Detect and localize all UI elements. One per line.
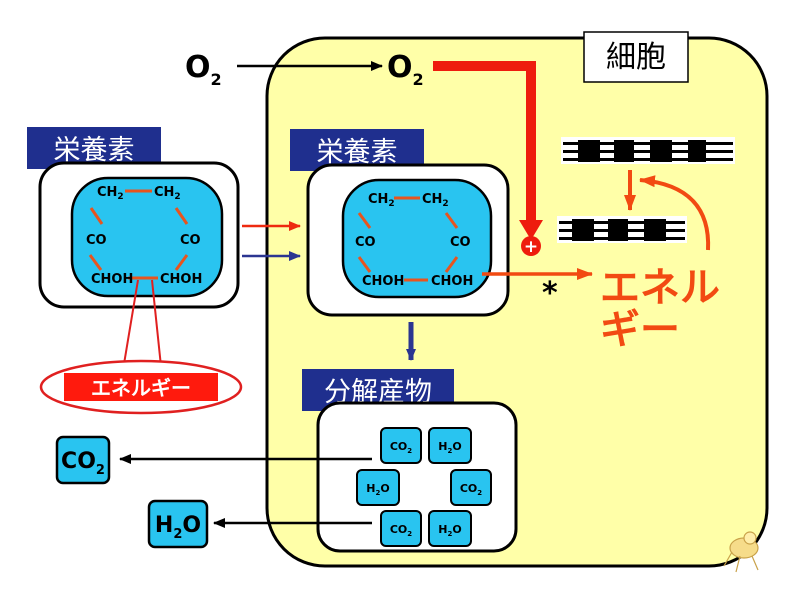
energy-cycle-arrow <box>639 175 711 251</box>
outer-ring-bonds <box>88 189 189 280</box>
energy-callout-bar <box>64 373 218 401</box>
reaction-asterisk: * <box>542 276 558 311</box>
inner-ring-bot-right: CHOH <box>431 274 473 289</box>
plus-sign: + <box>524 237 538 257</box>
product-h2o-3: H2O <box>428 510 472 547</box>
corner-character-doodle <box>723 531 759 573</box>
inner-ring-top-left: CH2 <box>368 192 395 209</box>
energy-callout-line-right <box>151 279 163 377</box>
outer-ring-bot-right: CHOH <box>160 272 202 287</box>
svg-text:H2O: H2O <box>438 523 461 538</box>
outside-oxygen-label: O2 <box>185 50 222 89</box>
outer-ring-bot-left: CHOH <box>91 272 133 287</box>
product-h2o-1: H2O <box>428 427 472 464</box>
outer-nutrient-molecule <box>70 176 224 298</box>
energy-label-line1: エネル <box>600 265 720 311</box>
outer-nutrient-label: 栄養素 <box>54 135 135 166</box>
molecule-bars-bottom <box>557 216 687 243</box>
inside-oxygen-label: O2 <box>387 50 424 89</box>
svg-text:CO2: CO2 <box>460 482 482 497</box>
oxygen-arrow-head <box>519 220 543 240</box>
molecule-bars-top <box>561 137 735 164</box>
svg-text:H2O: H2O <box>438 440 461 455</box>
outer-ring-mid-right: CO <box>180 233 201 248</box>
inner-nutrient-label: 栄養素 <box>317 137 398 168</box>
plus-badge <box>521 236 541 256</box>
svg-text:CO2: CO2 <box>390 440 412 455</box>
svg-text:CO2: CO2 <box>390 523 412 538</box>
outer-ring-top-right: CH2 <box>154 185 181 202</box>
inner-ring-top-right: CH2 <box>422 192 449 209</box>
product-co2-1: CO2 <box>380 427 422 464</box>
product-co2-3: CO2 <box>380 510 422 547</box>
energy-label-line2: ギー <box>600 307 680 353</box>
energy-callout-line-left <box>121 279 139 377</box>
exported-h2o: H2O <box>147 499 209 549</box>
svg-text:CO2: CO2 <box>61 449 105 478</box>
svg-text:H2O: H2O <box>366 482 389 497</box>
outer-ring-top-left: CH2 <box>97 185 124 202</box>
cell-label-box <box>583 31 689 83</box>
inner-ring-mid-right: CO <box>450 235 471 250</box>
inner-ring-mid-left: CO <box>355 235 376 250</box>
cell-label: 細胞 <box>606 40 666 75</box>
inner-ring-bot-left: CHOH <box>362 274 404 289</box>
inner-ring-bonds <box>357 196 459 282</box>
svg-text:H2O: H2O <box>155 513 201 542</box>
product-co2-2: CO2 <box>450 469 492 506</box>
energy-callout-text: エネルギー <box>91 376 191 400</box>
exported-co2: CO2 <box>55 435 111 485</box>
outer-ring-mid-left: CO <box>86 233 107 248</box>
product-h2o-2: H2O <box>356 469 400 506</box>
inner-nutrient-molecule <box>341 178 493 299</box>
oxygen-to-reaction-arrow <box>433 61 536 222</box>
